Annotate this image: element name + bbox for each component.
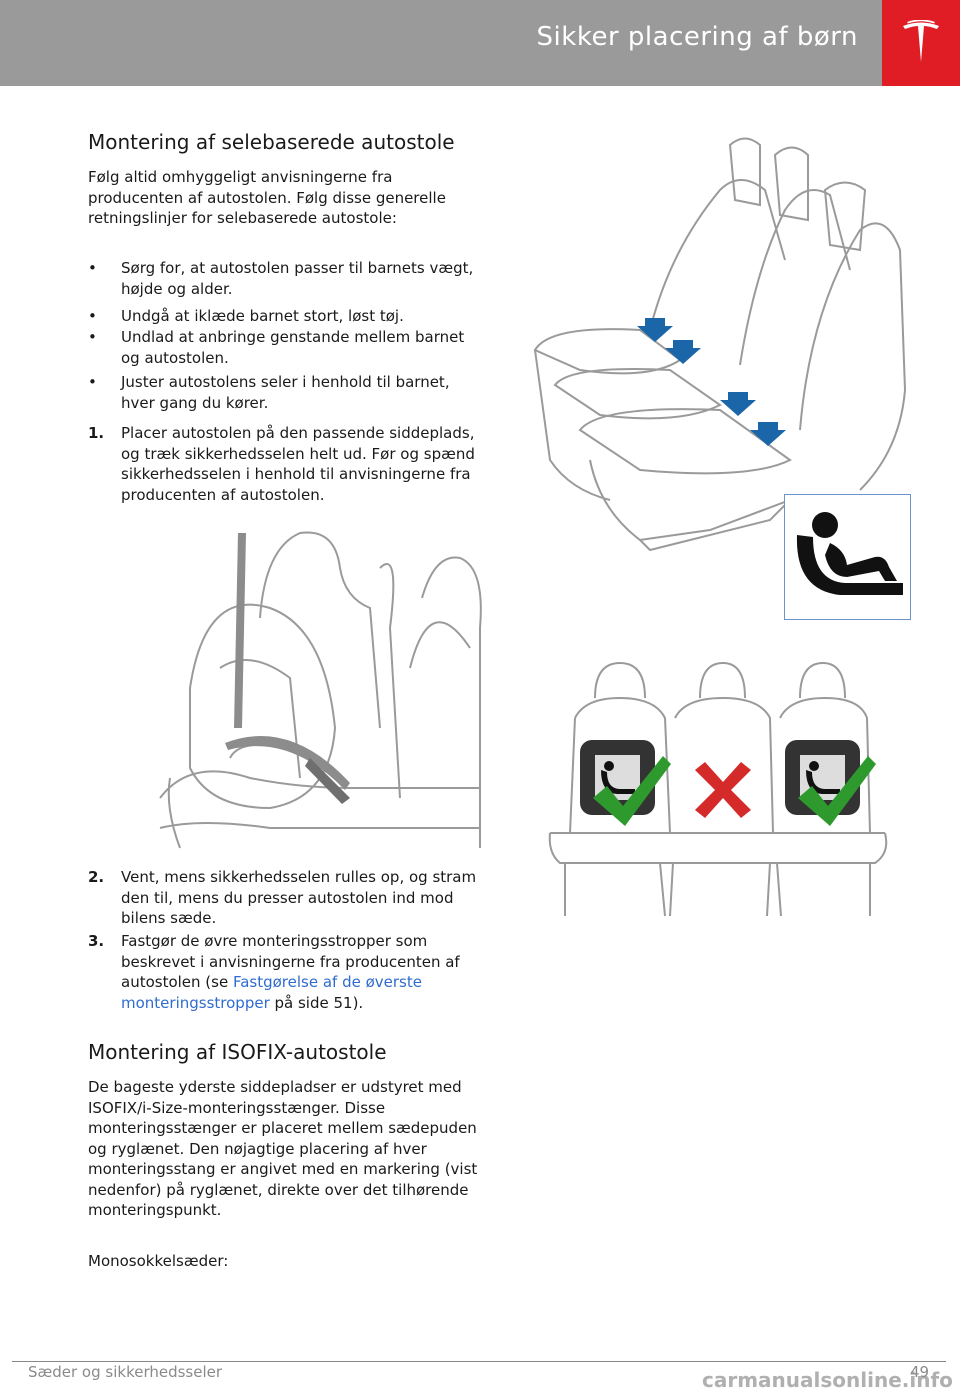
bullet-mark: •	[88, 373, 97, 391]
page-title: Sikker placering af børn	[536, 22, 858, 52]
step-text: Fastgør de øvre monteringsstropper som b…	[121, 931, 483, 1013]
step-number: 3.	[88, 932, 105, 950]
check-icon	[593, 756, 671, 826]
cross-reference-link[interactable]: Fastgørelse af de øverste monteringsstro…	[121, 973, 422, 1012]
tesla-logo-icon	[903, 20, 939, 62]
page-number: 49	[910, 1363, 930, 1381]
logo-box	[882, 0, 960, 86]
bullet-text: Undlad at anbringe genstande mellem barn…	[121, 328, 465, 367]
isofix-icon-box	[784, 494, 911, 620]
bullet-text: Sørg for, at autostolen passer til barne…	[121, 259, 474, 298]
isofix-seats-illustration	[533, 137, 907, 552]
check-icon	[798, 756, 876, 826]
isofix-child-seat-icon	[796, 512, 903, 595]
bullet-text: Undgå at iklæde barnet stort, løst tøj.	[121, 307, 404, 325]
footer-rule	[12, 1361, 946, 1362]
bullet-mark: •	[88, 307, 97, 325]
list-item: • Sørg for, at autostolen passer til bar…	[88, 258, 483, 299]
section2-heading: Montering af ISOFIX-autostole	[88, 1040, 387, 1064]
bullet-text: Juster autostolens seler i henhold til b…	[121, 373, 450, 412]
step-1: 1. Placer autostolen på den passende sid…	[88, 423, 483, 505]
section1-heading: Montering af selebaserede autostole	[88, 130, 455, 154]
rear-seats-isofix-positions-illustration	[548, 661, 888, 917]
list-item: • Undgå at iklæde barnet stort, løst tøj…	[88, 306, 483, 327]
bullet-mark: •	[88, 328, 97, 346]
down-arrow-icon	[637, 318, 786, 446]
watermark: carmanualsonline.info	[702, 1368, 953, 1392]
section1-intro: Følg altid omhyggeligt anvisningerne fra…	[88, 168, 446, 227]
step-text-before: Fastgør de øvre monteringsstropper som b…	[121, 932, 460, 991]
step-3: 3. Fastgør de øvre monteringsstropper so…	[88, 931, 483, 1013]
step-number: 1.	[88, 424, 105, 442]
header-bar	[0, 0, 882, 86]
section2-mono-label: Monosokkelsæder:	[88, 1252, 229, 1270]
step-text-after: på side 51).	[269, 993, 364, 1012]
cross-icon	[695, 762, 751, 818]
list-item: • Juster autostolens seler i henhold til…	[88, 372, 483, 413]
step-2: 2. Vent, mens sikkerhedsselen rulles op,…	[88, 867, 483, 929]
belted-child-seat-illustration	[159, 531, 482, 849]
step-text: Vent, mens sikkerhedsselen rulles op, og…	[121, 868, 477, 927]
step-number: 2.	[88, 868, 105, 886]
list-item: • Undlad at anbringe genstande mellem ba…	[88, 327, 483, 368]
step-text: Placer autostolen på den passende siddep…	[121, 424, 475, 504]
footer-section-name: Sæder og sikkerhedsseler	[28, 1363, 223, 1381]
section2-body: De bageste yderste siddepladser er udsty…	[88, 1078, 478, 1219]
bullet-mark: •	[88, 259, 97, 277]
